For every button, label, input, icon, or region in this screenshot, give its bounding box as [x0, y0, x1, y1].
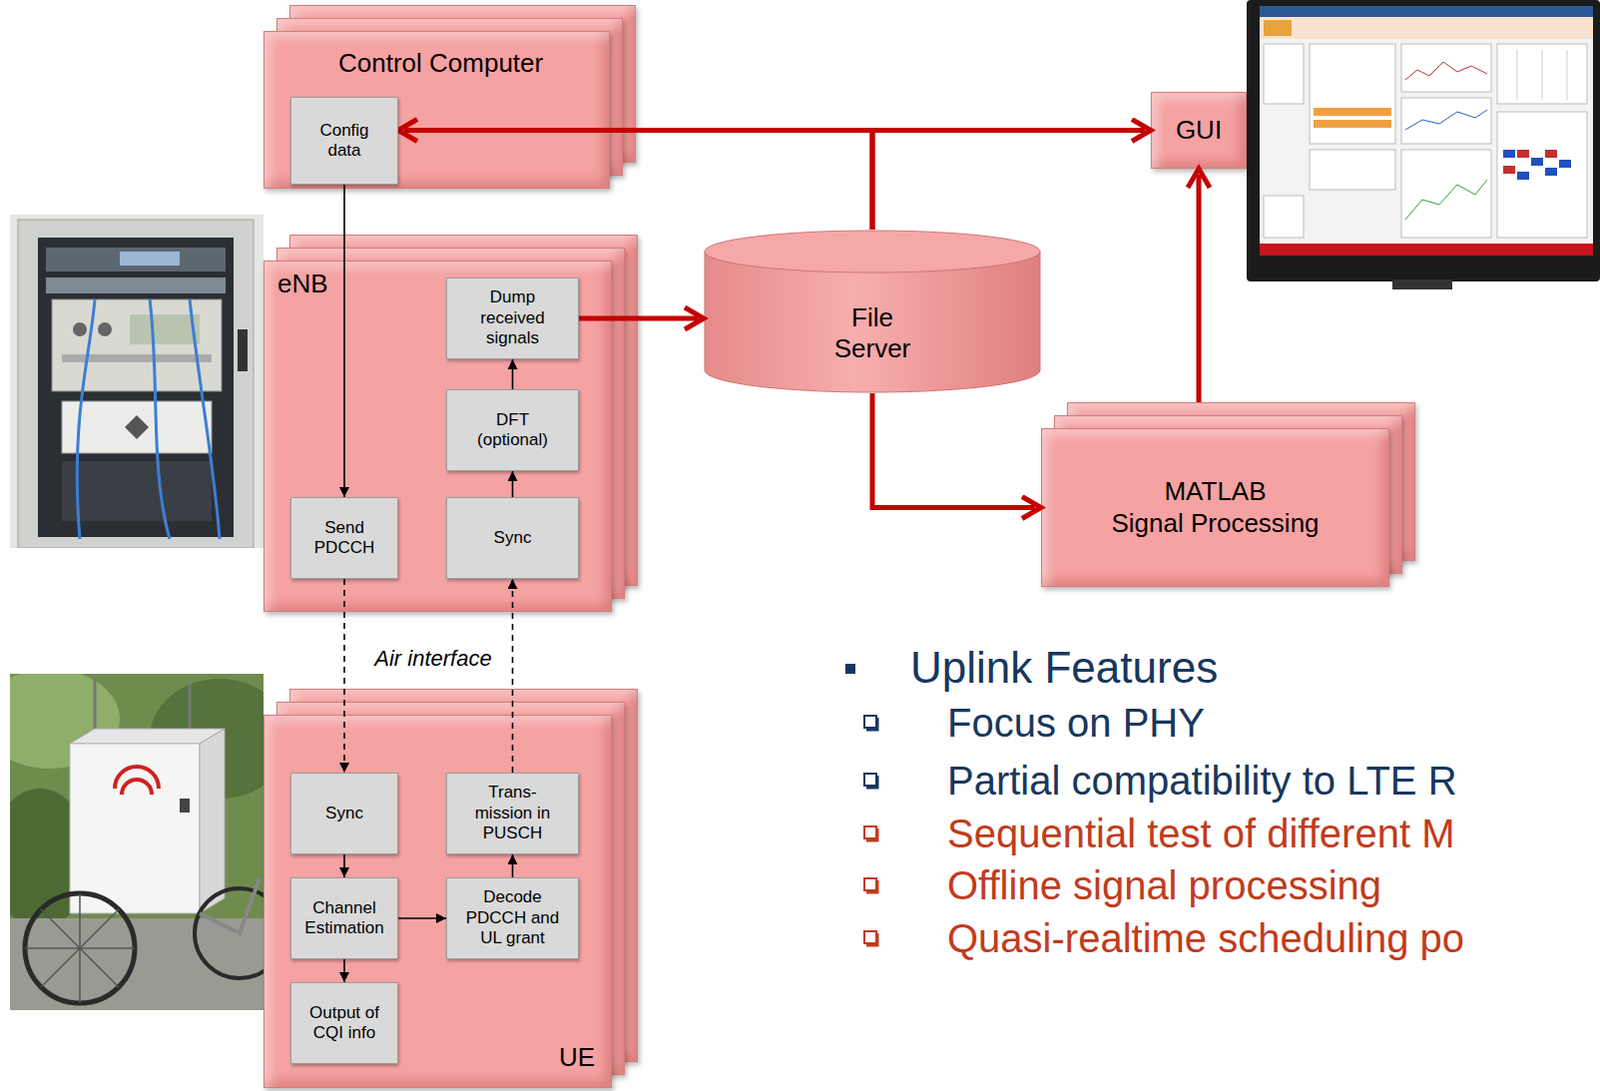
box-label: Decode PDCCH and UL grant — [465, 887, 561, 949]
list-item: Sequential test of different M — [947, 810, 1455, 857]
stacked-block: Control ComputerConfig data — [263, 30, 610, 189]
checkbox-bullets — [864, 715, 878, 946]
box-label: Config data — [304, 120, 385, 162]
control-arrow — [343, 184, 346, 498]
block-title: UE — [558, 1042, 595, 1073]
box-label: Sync — [494, 528, 533, 548]
control-arrow — [512, 359, 515, 390]
box-label: DFT (optional) — [473, 410, 553, 452]
box-label: File Server — [827, 302, 918, 365]
control-arrow — [512, 854, 515, 878]
block-title: eNB — [277, 268, 329, 300]
box-label: Signal Processing — [1110, 508, 1319, 539]
file-server-cylinder: File Server — [703, 229, 1042, 394]
block-title: Control Computer — [338, 47, 543, 79]
rack-photo — [9, 214, 264, 548]
list-bullet — [845, 663, 856, 674]
air-interface-link — [343, 578, 346, 773]
list-heading: Uplink Features — [910, 642, 1218, 694]
box-label: Dump received signals — [473, 287, 553, 349]
box-label: Send PDCCH — [304, 518, 385, 559]
control-arrow — [343, 854, 346, 878]
process-box: Dump received signals — [446, 277, 579, 360]
box-label: Sync — [325, 803, 364, 824]
process-box: Channel Estimation — [290, 877, 399, 960]
cart-photo — [9, 673, 264, 1011]
list-item: Focus on PHY — [947, 699, 1205, 746]
box-label: Output of CQI info — [302, 1003, 387, 1045]
gui-screenshot — [1246, 0, 1600, 290]
control-arrow — [398, 917, 447, 920]
process-box: Decode PDCCH and UL grant — [446, 877, 579, 960]
process-box: DFT (optional) — [446, 389, 579, 472]
link-label: Air interface — [374, 645, 492, 671]
process-box: Config data — [290, 96, 399, 185]
box-label: GUI — [1175, 114, 1222, 146]
process-box: Sync — [446, 497, 579, 579]
process-box: Sync — [290, 772, 399, 855]
stacked-block: eNB Dump received signalsDFT (optional) Se… — [263, 260, 612, 612]
process-box: Trans- mission in PUSCH — [446, 772, 579, 855]
box-label: Channel Estimation — [302, 898, 387, 940]
process-box: Send PDCCH — [290, 497, 399, 579]
box-label: MATLAB — [1163, 476, 1266, 508]
list-item: Quasi-realtime scheduling po — [947, 915, 1465, 962]
data-flow-arrow — [404, 130, 873, 231]
air-interface-link — [512, 578, 515, 773]
gui-box: GUI — [1150, 91, 1247, 169]
process-box: Output of CQI info — [290, 982, 399, 1065]
data-flow-arrow — [872, 130, 1145, 231]
control-arrow — [512, 471, 515, 498]
list-item: Partial compatibility to LTE R — [947, 757, 1458, 804]
stacked-block: UE Sync Trans- mission in PUSCH Channel Est… — [263, 714, 612, 1088]
list-item: Offline signal processing — [947, 862, 1382, 909]
box-label: Trans- mission in PUSCH — [473, 782, 553, 844]
data-flow-arrow — [578, 316, 698, 322]
data-flow-arrow — [1196, 174, 1202, 403]
stacked-block: MATLABSignal Processing — [1041, 428, 1390, 587]
control-arrow — [343, 959, 346, 983]
data-flow-arrow — [872, 393, 1036, 509]
